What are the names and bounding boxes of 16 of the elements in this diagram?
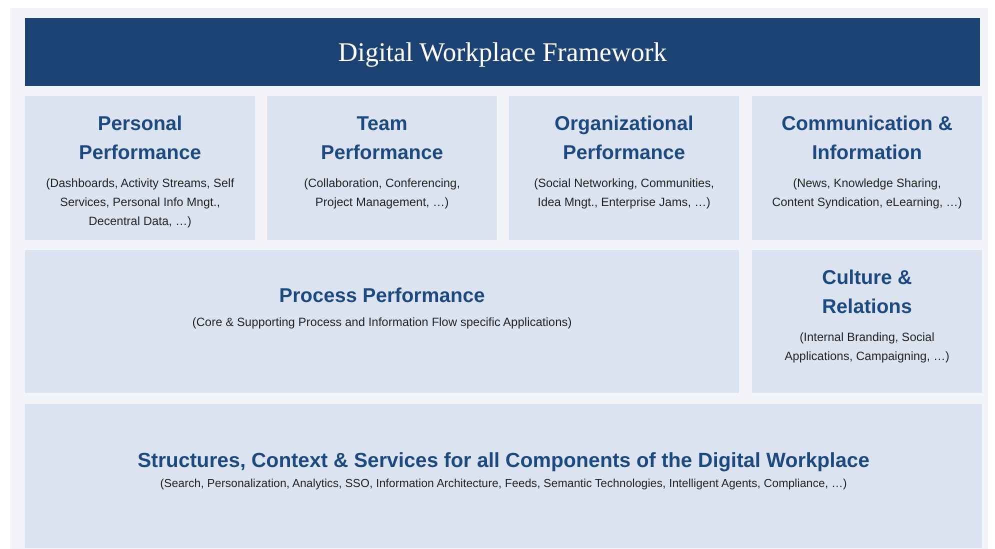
box-heading: Personal Performance xyxy=(78,112,202,166)
box-heading: Structures, Context & Services for all Components of the Digital Workplace xyxy=(137,448,870,474)
box-heading: Process Performance xyxy=(279,284,485,308)
banner-title: Digital Workplace Framework xyxy=(338,38,667,66)
box-heading: Culture & Relations xyxy=(820,266,914,320)
box-description: (Social Networking, Communities, Idea Mngt., Enterprise Jams, …) xyxy=(532,175,716,211)
box-description: (Internal Branding, Social Applications, Campaigning, …) xyxy=(784,329,950,365)
box-heading: Organizational Performance xyxy=(554,112,694,166)
title-banner xyxy=(25,18,980,86)
box-description: (Dashboards, Activity Streams, Self Services, Personal Info Mngt., Decentral Data, …) xyxy=(44,175,236,230)
box-description: (Search, Personalization, Analytics, SSO, Information Architecture, Feeds, Semantic Technologies, Intelligent Agents, Compliance, …) xyxy=(160,476,847,492)
box-description: (Collaboration, Conferencing, Project Management, …) xyxy=(302,175,462,211)
box-description: (Core & Supporting Process and Information Flow specific Applications) xyxy=(192,314,572,330)
box-description: (News, Knowledge Sharing, Content Syndication, eLearning, …) xyxy=(771,175,963,211)
box-heading: Team Performance xyxy=(320,112,444,166)
box-heading: Communication & Information xyxy=(780,112,954,166)
